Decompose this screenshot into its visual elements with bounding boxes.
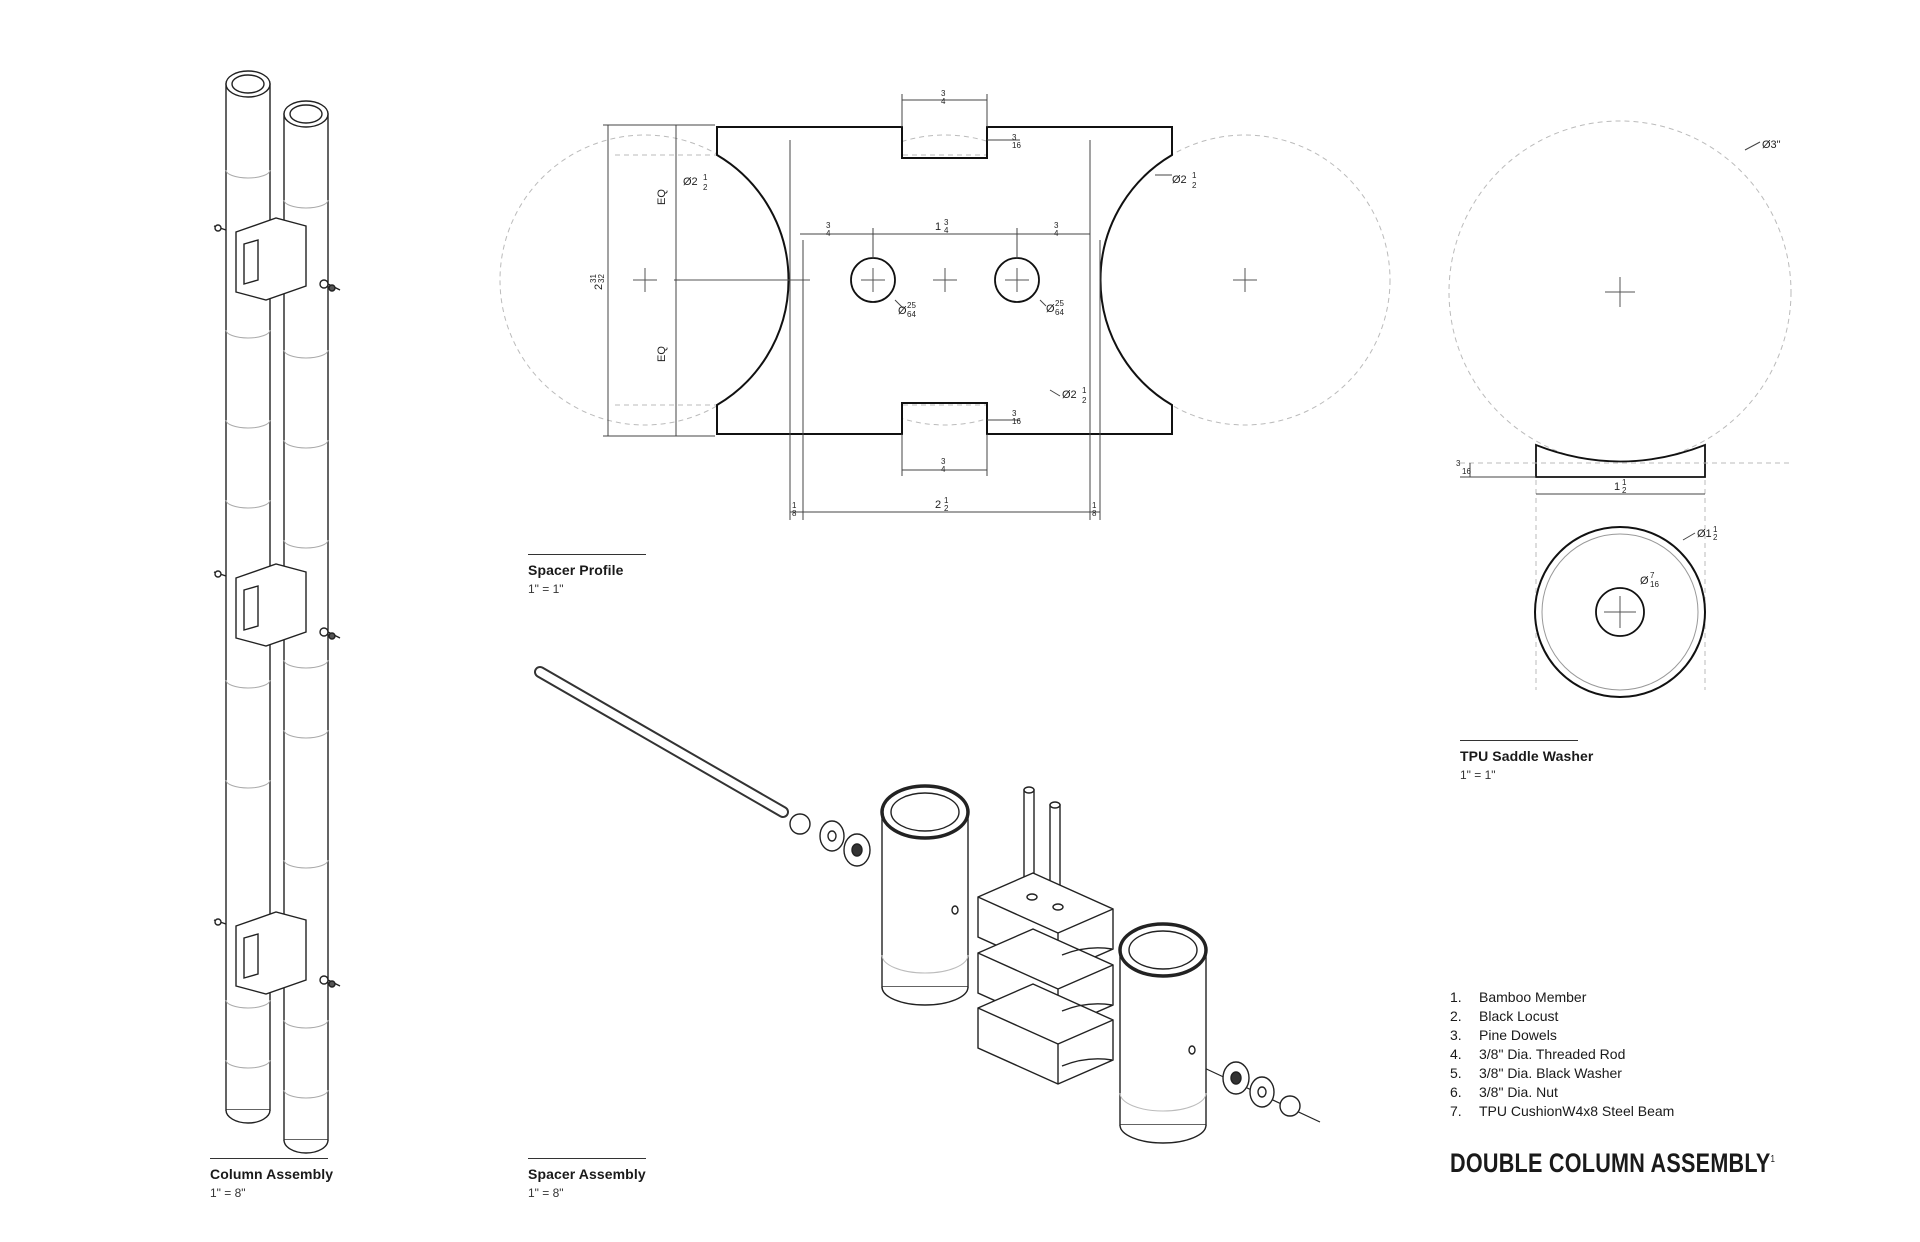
dim-hole-left-num: 25 <box>907 301 916 310</box>
dim-washer-width: 1 <box>1614 481 1620 493</box>
dim-washer-width-num: 1 <box>1622 478 1627 487</box>
caption-scale: 1" = 8" <box>210 1186 246 1200</box>
dim-hole-right-den: 64 <box>1055 308 1064 317</box>
dim-eighth-left-num: 1 <box>792 501 797 510</box>
dim-washer-thick-num: 3 <box>1456 459 1461 468</box>
dim-washer-inner-den: 16 <box>1650 580 1659 589</box>
dim-thin-bottom-num: 3 <box>1012 409 1017 418</box>
column-rod-ends <box>213 224 341 988</box>
dim-bottom-width-den: 2 <box>944 504 949 513</box>
dim-eq-bottom: EQ <box>656 346 668 362</box>
dim-dia-center: Ø2 <box>1062 389 1077 401</box>
legend-item: 5.3/8" Dia. Black Washer <box>1450 1065 1622 1081</box>
dim-washer-width-den: 2 <box>1622 486 1627 495</box>
dim-bottom-notch-num: 3 <box>941 457 946 466</box>
bamboo-tube-front <box>880 784 970 1006</box>
threaded-rod <box>534 666 789 818</box>
dim-hole-right-num: 25 <box>1055 299 1064 308</box>
dim-washer-outer: Ø1 <box>1697 528 1712 540</box>
dim-hole-spacing-num: 3 <box>944 218 949 227</box>
title-mark: 1 <box>1770 1154 1776 1165</box>
tpu-saddle-washer-drawing: Ø3" 3 16 1 1 2 Ø1 1 2 Ø 7 16 <box>1448 120 1792 698</box>
dim-eq-top: EQ <box>656 189 668 205</box>
sheet-title: DOUBLE COLUMN ASSEMBLY1 <box>1450 1148 1776 1178</box>
black-locust-spacers <box>977 872 1114 1085</box>
caption-name: Column Assembly <box>210 1166 334 1182</box>
caption-scale: 1" = 8" <box>528 1186 564 1200</box>
dim-hole-left-den: 64 <box>907 310 916 319</box>
dim-right-offset-num: 3 <box>1054 221 1059 230</box>
dim-bottom-notch-den: 4 <box>941 465 946 474</box>
dim-washer-thick-den: 16 <box>1462 467 1471 476</box>
dim-washer-circle: Ø3" <box>1762 139 1781 151</box>
caption-spacer-assembly: Spacer Assembly 1" = 8" <box>528 1158 646 1200</box>
dim-eighth-right-num: 1 <box>1092 501 1097 510</box>
parts-legend: 1.Bamboo Member 2.Black Locust 3.Pine Do… <box>1450 988 1674 1121</box>
dim-thin-bottom-den: 16 <box>1012 417 1021 426</box>
dim-right-offset-den: 4 <box>1054 229 1059 238</box>
dim-hole-right: Ø <box>1046 303 1055 315</box>
dim-left-offset-num: 3 <box>826 221 831 230</box>
caption-name: TPU Saddle Washer <box>1460 748 1594 764</box>
dim-dia-right: Ø2 <box>1172 174 1187 186</box>
caption-tpu-saddle-washer: TPU Saddle Washer 1" = 1" <box>1460 740 1593 782</box>
dim-washer-inner-num: 7 <box>1650 571 1655 580</box>
column-spacer-blocks <box>235 217 307 995</box>
dim-bottom-width: 2 <box>935 499 941 511</box>
dim-dia-left: Ø2 <box>683 176 698 188</box>
dim-washer-inner: Ø <box>1640 575 1649 587</box>
legend-item: 6.3/8" Dia. Nut <box>1450 1084 1558 1100</box>
dim-left-offset-den: 4 <box>826 229 831 238</box>
dim-dia-center-num: 1 <box>1082 386 1087 395</box>
dim-dia-center-den: 2 <box>1082 396 1087 405</box>
dim-top-notch-den: 4 <box>941 97 946 106</box>
nut-right <box>1279 1095 1301 1117</box>
dim-hole-spacing-den: 4 <box>944 226 949 235</box>
dim-dia-right-num: 1 <box>1192 171 1197 180</box>
nut-left <box>789 813 811 835</box>
caption-scale: 1" = 1" <box>1460 768 1496 782</box>
dim-height-num: 31 <box>589 274 598 283</box>
dim-top-notch-num: 3 <box>941 89 946 98</box>
caption-name: Spacer Profile <box>528 562 624 578</box>
caption-column-assembly: Column Assembly 1" = 8" <box>210 1158 333 1200</box>
legend-item: 1.Bamboo Member <box>1450 989 1587 1005</box>
legend-item: 4.3/8" Dia. Threaded Rod <box>1450 1046 1626 1062</box>
dim-eighth-right-den: 8 <box>1092 509 1097 518</box>
dim-washer-outer-den: 2 <box>1713 533 1718 542</box>
spacer-assembly-drawing <box>534 666 1321 1144</box>
column-assembly-drawing <box>213 70 341 1154</box>
caption-spacer-profile: Spacer Profile 1" = 1" <box>528 554 646 596</box>
dim-washer-outer-num: 1 <box>1713 525 1718 534</box>
dim-dia-left-den: 2 <box>703 183 708 192</box>
dim-thin-top-den: 16 <box>1012 141 1021 150</box>
dim-overall-height: 2 <box>593 284 605 290</box>
dim-thin-top-num: 3 <box>1012 133 1017 142</box>
dim-hole-spacing: 1 <box>935 221 941 233</box>
dim-dia-right-den: 2 <box>1192 181 1197 190</box>
dim-hole-left: Ø <box>898 305 907 317</box>
bamboo-tube-back <box>1118 922 1208 1144</box>
caption-scale: 1" = 1" <box>528 582 564 596</box>
legend-item: 3.Pine Dowels <box>1450 1027 1557 1043</box>
dim-height-den: 32 <box>597 274 606 283</box>
dim-eighth-left-den: 8 <box>792 509 797 518</box>
legend-item: 2.Black Locust <box>1450 1008 1559 1024</box>
dim-dia-left-num: 1 <box>703 173 708 182</box>
saddle-washer-side <box>1535 443 1706 478</box>
dim-bottom-width-num: 1 <box>944 496 949 505</box>
spacer-profile-drawing: EQ EQ 2 31 32 Ø2 1 2 Ø2 1 2 Ø2 1 2 3 4 3… <box>499 89 1761 591</box>
caption-name: Spacer Assembly <box>528 1166 646 1182</box>
legend-item: 7.TPU CushionW4x8 Steel Beam <box>1450 1103 1675 1119</box>
